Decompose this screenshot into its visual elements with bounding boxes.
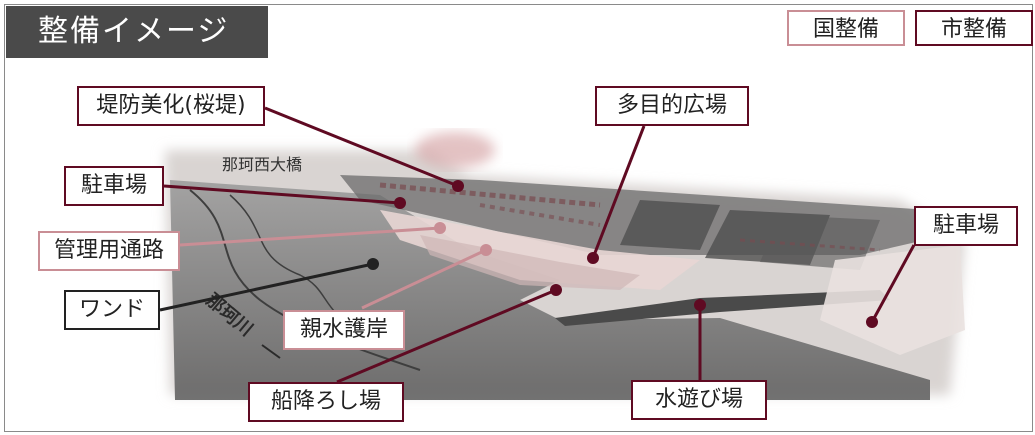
- marker-shinsui: [480, 244, 492, 256]
- marker-mizuasobi: [694, 299, 706, 311]
- marker-chushajo-right: [866, 316, 878, 328]
- label-management-road: 管理用通路: [38, 231, 180, 271]
- label-parking-right: 駐車場: [914, 206, 1018, 246]
- label-parking-left: 駐車場: [64, 166, 164, 206]
- label-waterfront-revetment: 親水護岸: [283, 310, 405, 350]
- marker-chushajo-left: [394, 197, 406, 209]
- marker-mokuteki: [587, 252, 599, 264]
- marker-teibou: [452, 180, 464, 192]
- leader-shinsui: [361, 248, 487, 310]
- label-wando: ワンド: [64, 290, 160, 330]
- leader-chushajo-left: [163, 184, 401, 205]
- leader-mokuteki: [591, 125, 646, 259]
- marker-funaori: [550, 284, 562, 296]
- legend-national: 国整備: [787, 10, 905, 46]
- leader-teibou: [264, 106, 459, 188]
- label-multipurpose-plaza: 多目的広場: [595, 86, 749, 126]
- label-embankment-beautification: 堤防美化(桜堤): [77, 86, 265, 126]
- leader-kanri: [179, 226, 441, 247]
- marker-wando: [367, 258, 379, 270]
- label-water-play-area: 水遊び場: [631, 380, 767, 420]
- marker-kanri: [434, 222, 446, 234]
- bridge-name: 那珂西大橋: [222, 155, 302, 174]
- legend-city: 市整備: [915, 10, 1033, 46]
- leader-chushajo-right: [870, 244, 916, 323]
- page-title: 整備イメージ: [6, 6, 268, 58]
- label-boat-launch: 船降ろし場: [248, 382, 404, 422]
- leader-funaori: [336, 288, 557, 384]
- figure-frame: [4, 4, 1033, 432]
- leader-wando: [159, 262, 374, 312]
